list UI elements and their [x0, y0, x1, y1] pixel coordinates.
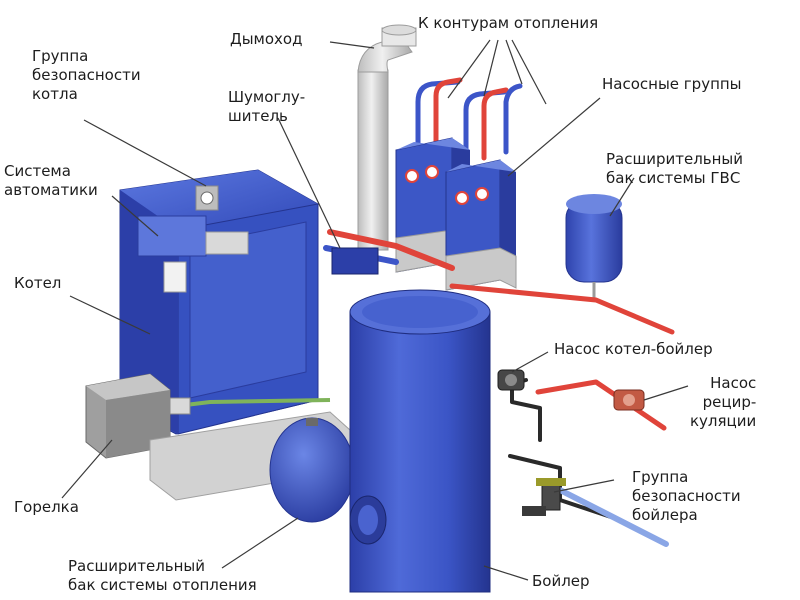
- heating-expansion-tank: [269, 417, 355, 523]
- heating-circuit-pipes: [415, 77, 523, 163]
- gauge-icon: [455, 191, 469, 205]
- automation-panel: [137, 215, 207, 257]
- pump-groups-label: Насосные группы: [602, 75, 742, 93]
- leader-lines: [61, 39, 689, 581]
- boiler-safety-group-label: Группа безопасности котла: [32, 47, 141, 103]
- automation-system-label: Система автоматики: [4, 162, 98, 199]
- water-heater-label: Бойлер: [532, 572, 590, 590]
- water-heater-tank: [349, 289, 491, 593]
- pump-group-2: [445, 159, 517, 291]
- heating-expansion-tank-label: Расширительный бак системы отопления: [68, 557, 257, 594]
- chimney: [357, 24, 417, 251]
- boiler-label: Котел: [14, 274, 62, 292]
- burner-label: Горелка: [14, 498, 79, 516]
- dhw-expansion-tank-label: Расширительный бак системы ГВС: [606, 150, 744, 187]
- boiler-unit: [119, 169, 379, 435]
- gauge-icon: [405, 169, 419, 183]
- water-heater-safety-group-label: Группа безопасности бойлера: [632, 468, 741, 524]
- dhw-expansion-tank: [565, 194, 623, 300]
- boiler-heater-pump: [497, 369, 525, 391]
- silencer-label: Шумоглу- шитель: [228, 88, 306, 125]
- recirculation-pump: [613, 389, 645, 411]
- boiler-heater-pump-label: Насос котел-бойлер: [554, 340, 713, 358]
- silencer: [331, 247, 379, 275]
- recirculation-pump-label: Насос рецир- куляции: [690, 374, 757, 430]
- gauge-icon: [475, 187, 489, 201]
- heating-circuits-label: К контурам отопления: [418, 14, 599, 32]
- heater-safety-valve: [522, 478, 566, 516]
- gauge-icon: [425, 165, 439, 179]
- chimney-label: Дымоход: [230, 30, 303, 48]
